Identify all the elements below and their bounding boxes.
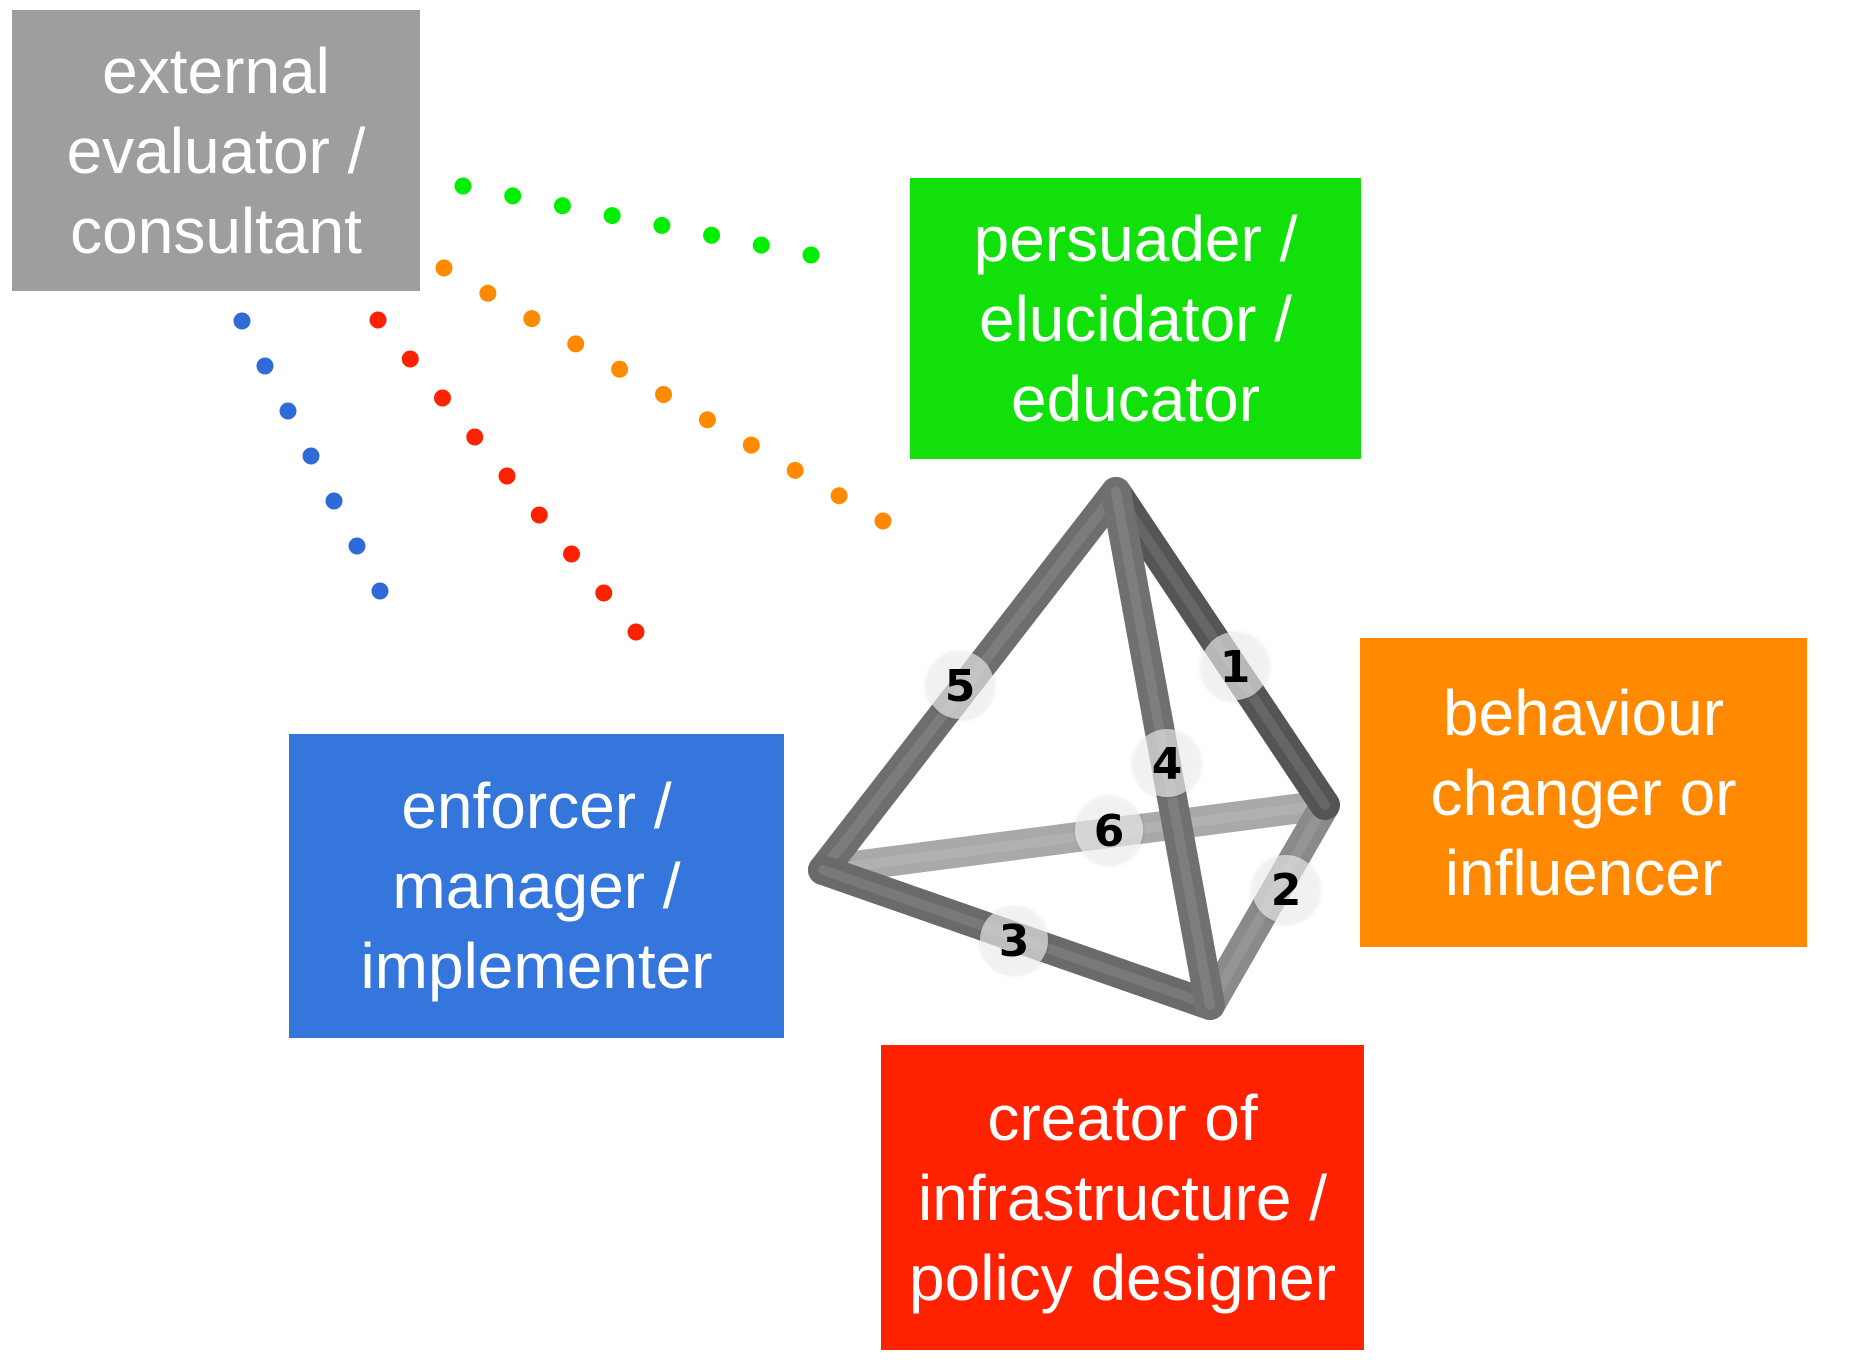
role-line: manager /: [392, 850, 681, 922]
link-dot-persuader: [553, 197, 571, 215]
link-dot-persuader: [703, 226, 721, 244]
edge-label-badge-2: [1252, 855, 1320, 923]
role-line: policy designer: [909, 1241, 1336, 1314]
link-dot-persuader: [653, 216, 671, 234]
link-dot-behaviour: [479, 284, 497, 302]
dotted-links: [233, 177, 892, 641]
link-dot-behaviour: [567, 335, 585, 353]
role-line: external: [102, 34, 330, 107]
role-box-creator-of-infrastructure: creator of infrastructure / policy desig…: [881, 1045, 1364, 1350]
link-dot-creator: [563, 545, 580, 563]
role-line: enforcer /: [401, 770, 672, 842]
link-dot-creator: [401, 350, 419, 368]
link-dot-persuader: [802, 246, 820, 264]
link-dot-creator: [434, 389, 451, 407]
link-dot-creator: [498, 467, 516, 485]
role-line: educator: [1010, 362, 1261, 435]
edge-label-4: 4: [1152, 739, 1183, 790]
link-dot-enforcer: [371, 582, 389, 600]
tetrahedron-edge-highlight: [818, 800, 1330, 875]
link-dot-enforcer: [302, 447, 320, 465]
role-line: influencer: [1444, 836, 1723, 909]
link-dot-enforcer: [279, 402, 297, 420]
link-dot-enforcer: [325, 492, 343, 510]
link-dot-behaviour: [435, 259, 453, 277]
link-dot-creator: [369, 311, 387, 329]
role-line: persuader /: [973, 202, 1298, 275]
link-dot-behaviour: [742, 436, 760, 454]
role-line: creator of: [987, 1081, 1258, 1154]
edge-label-2: 2: [1271, 865, 1302, 916]
link-dot-creator: [627, 623, 645, 641]
role-line: infrastructure /: [917, 1161, 1328, 1234]
role-box-external-evaluator: external evaluator / consultant: [12, 10, 420, 291]
edge-label-badge-1: [1201, 632, 1269, 700]
role-box-persuader: persuader / elucidator / educator: [910, 178, 1361, 459]
link-dot-creator: [530, 506, 548, 524]
link-dot-behaviour: [874, 512, 892, 530]
link-dot-enforcer: [256, 357, 274, 375]
link-dot-behaviour: [523, 310, 541, 328]
role-line: evaluator /: [66, 114, 366, 187]
edge-label-1: 1: [1220, 642, 1251, 693]
role-line: elucidator /: [978, 282, 1293, 355]
link-dot-persuader: [454, 177, 472, 195]
edge-label-6: 6: [1094, 806, 1125, 857]
role-line: behaviour: [1442, 676, 1725, 749]
link-dot-behaviour: [655, 386, 672, 403]
role-box-behaviour-changer: behaviour changer or influencer: [1360, 638, 1807, 947]
role-line: changer or: [1430, 756, 1737, 829]
link-dot-creator: [466, 428, 484, 446]
edge-label-5: 5: [945, 661, 976, 712]
edge-label-badge-6: [1075, 796, 1143, 864]
link-dot-enforcer: [233, 312, 251, 330]
link-dot-persuader: [504, 187, 522, 205]
link-dot-creator: [595, 584, 613, 602]
tetrahedron: [808, 477, 1340, 1020]
edge-label-badge-5: [926, 651, 994, 719]
link-dot-behaviour: [611, 360, 629, 378]
link-dot-persuader: [603, 207, 621, 225]
link-dot-persuader: [752, 236, 770, 254]
edge-label-badge-3: [980, 906, 1048, 974]
link-dot-behaviour: [830, 487, 848, 505]
tetrahedron-edge-6: [808, 790, 1340, 885]
role-line: consultant: [70, 194, 362, 267]
link-dot-behaviour: [698, 411, 716, 429]
edge-label-3: 3: [999, 916, 1030, 967]
edge-labels: 1 2 3 4 5 6: [926, 632, 1320, 974]
role-line: implementer: [360, 930, 713, 1002]
link-dot-enforcer: [348, 537, 366, 555]
edge-label-badge-4: [1133, 729, 1201, 797]
link-dot-behaviour: [786, 461, 804, 479]
role-box-enforcer: enforcer / manager / implementer: [289, 734, 784, 1038]
